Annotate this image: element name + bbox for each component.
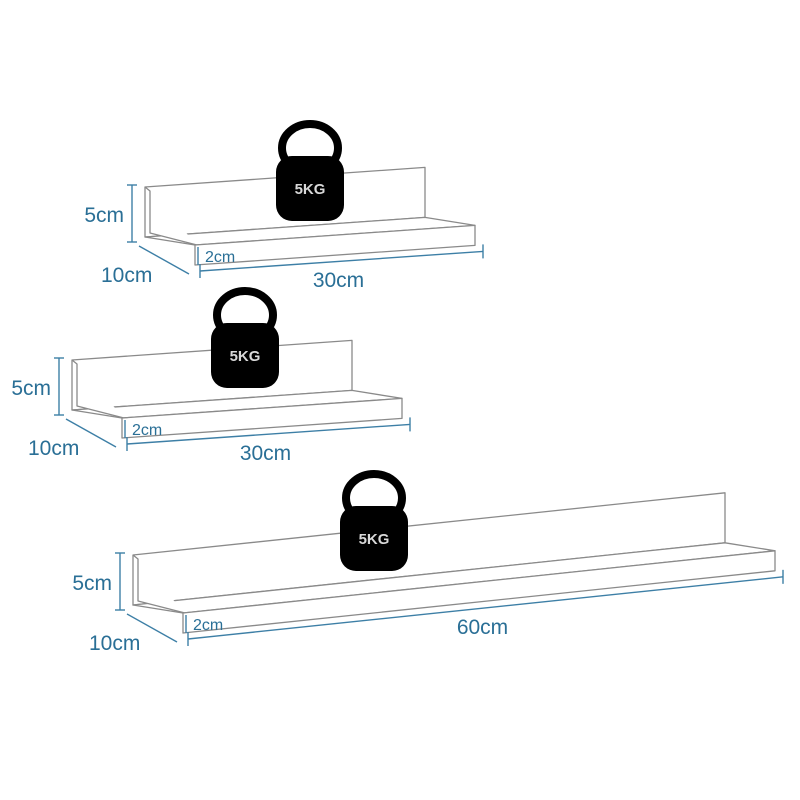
kettlebell-icon: 5KG (211, 287, 279, 388)
length-label: 30cm (240, 442, 291, 465)
height-label: 5cm (84, 204, 124, 227)
kettlebell-icon: 5KG (340, 470, 408, 571)
depth-label: 10cm (89, 632, 140, 655)
weight-capacity-label: 5KG (295, 181, 326, 198)
height-label: 5cm (11, 377, 51, 400)
shelf-side-edge (144, 186, 198, 246)
length-label: 30cm (313, 269, 364, 292)
shelf-side-edge (71, 359, 125, 419)
shelf-front-lip (182, 550, 776, 634)
height-label: 5cm (72, 572, 112, 595)
shelf-front-lip (194, 224, 476, 266)
weight-capacity-label: 5KG (359, 531, 390, 548)
lip-label: 2cm (132, 422, 162, 439)
weight-capacity-label: 5KG (230, 348, 261, 365)
depth-dimension-line (126, 613, 178, 643)
depth-label: 10cm (28, 437, 79, 460)
shelf-front-lip (121, 397, 403, 439)
shelf-1: 5cm 10cm 2cm 30cm 5KG (84, 120, 484, 292)
shelf-side-edge (132, 554, 186, 614)
shelf-2: 5cm 10cm 2cm 30cm 5KG (11, 287, 411, 465)
length-dimension-line (126, 423, 411, 445)
depth-dimension-line (138, 245, 190, 275)
lip-label: 2cm (205, 249, 235, 266)
shelf-3: 5cm 10cm 2cm 60cm 5KG (72, 470, 784, 655)
depth-label: 10cm (101, 264, 152, 287)
kettlebell-icon: 5KG (276, 120, 344, 221)
length-label: 60cm (457, 616, 508, 639)
length-dimension-line (199, 250, 484, 272)
lip-label: 2cm (193, 617, 223, 634)
depth-dimension-line (65, 418, 117, 448)
length-dimension-line (187, 576, 784, 640)
